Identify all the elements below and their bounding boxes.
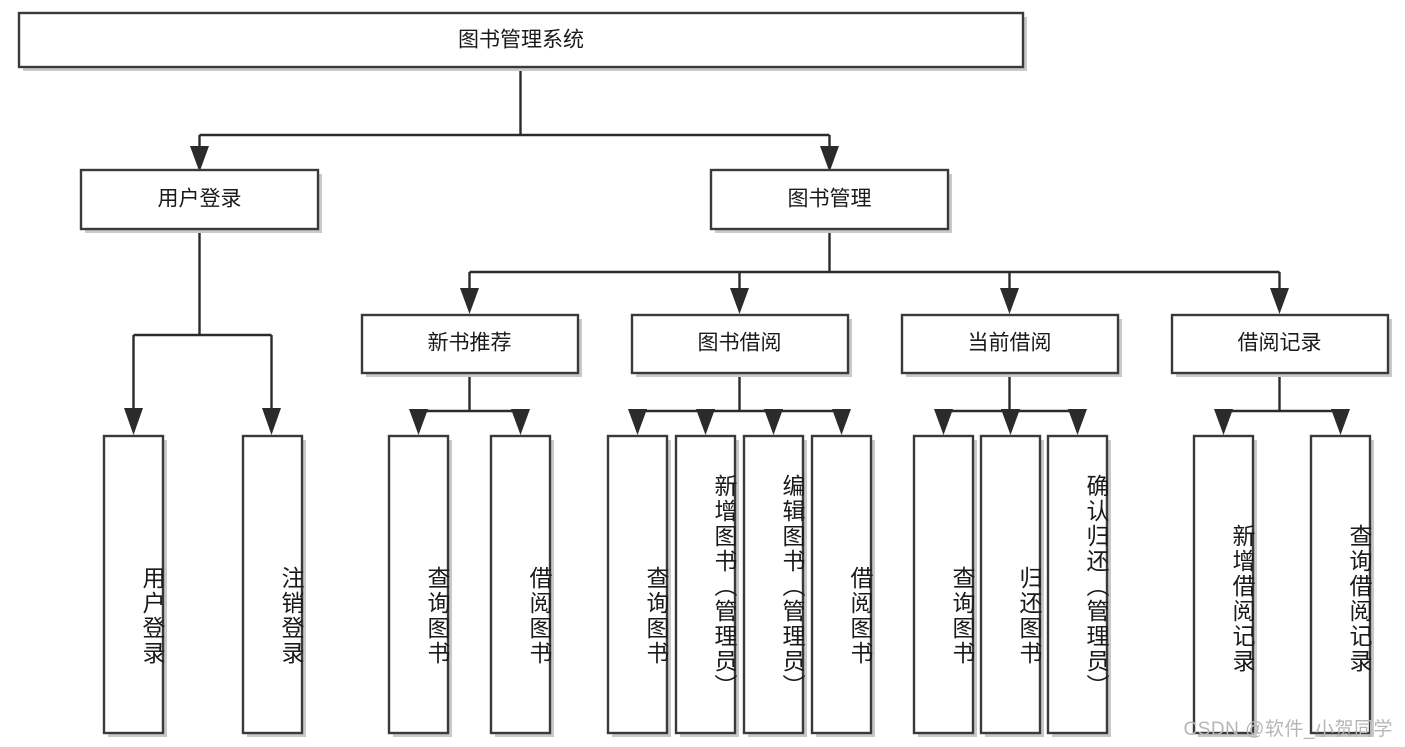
node-label-record: 借阅记录 — [1238, 332, 1322, 355]
leaf-box-current-1[interactable] — [912, 434, 975, 735]
leaf-box-recommend-2[interactable] — [489, 434, 552, 735]
leaf-box-borrow-3[interactable] — [742, 434, 805, 735]
arrow-current-child-3 — [1068, 409, 1087, 435]
arrow-record-child-1 — [1214, 409, 1233, 435]
arrow-borrow-child-4 — [832, 409, 851, 435]
arrow-recommend-child-1 — [409, 409, 428, 435]
leaf-box-borrow-4[interactable] — [810, 434, 873, 735]
arrow-user-login-child-1 — [124, 408, 143, 435]
arrow-current-child-2 — [1001, 409, 1020, 435]
leaf-box-borrow-1[interactable] — [606, 434, 669, 735]
arrow-book-mgmt-child-2 — [730, 288, 749, 314]
node-label-recommend: 新书推荐 — [428, 332, 512, 355]
arrow-recommend-child-2 — [511, 409, 530, 435]
node-box-user-login[interactable] — [79, 168, 320, 231]
node-box-book-mgmt[interactable] — [709, 168, 950, 231]
root-label: 图书管理系统 — [458, 29, 584, 52]
node-box-current[interactable] — [900, 313, 1120, 375]
leaf-box-borrow-2[interactable] — [674, 434, 737, 735]
node-label-book-mgmt: 图书管理 — [788, 188, 872, 211]
leaf-box-user-login-2[interactable] — [241, 434, 304, 735]
node-label-current: 当前借阅 — [968, 332, 1052, 355]
node-label-borrow: 图书借阅 — [698, 332, 782, 355]
arrow-user-login-child-2 — [262, 408, 281, 435]
node-label-user-login: 用户登录 — [158, 188, 242, 211]
node-box-borrow[interactable] — [630, 313, 850, 375]
leaf-box-current-2[interactable] — [979, 434, 1042, 735]
arrow-borrow-child-1 — [628, 409, 647, 435]
root-box[interactable] — [17, 11, 1025, 69]
arrow-book-mgmt-child-1 — [460, 288, 479, 314]
node-box-record[interactable] — [1170, 313, 1390, 375]
watermark-label: CSDN @软件_小贺同学 — [1183, 719, 1393, 740]
arrow-book-mgmt-child-3 — [1000, 288, 1019, 314]
leaf-box-user-login-1[interactable] — [102, 434, 165, 735]
arrow-root-to-user-login — [190, 146, 209, 172]
arrow-book-mgmt-child-4 — [1270, 288, 1289, 314]
arrow-current-child-1 — [934, 409, 953, 435]
arrow-root-to-book-mgmt — [820, 146, 839, 172]
leaf-box-record-2[interactable] — [1309, 434, 1372, 735]
arrow-record-child-2 — [1331, 409, 1350, 435]
arrow-borrow-child-3 — [764, 409, 783, 435]
leaf-box-recommend-1[interactable] — [387, 434, 450, 735]
leaf-box-current-3[interactable] — [1046, 434, 1109, 735]
arrow-borrow-child-2 — [696, 409, 715, 435]
leaf-box-record-1[interactable] — [1192, 434, 1255, 735]
node-box-recommend[interactable] — [360, 313, 580, 375]
